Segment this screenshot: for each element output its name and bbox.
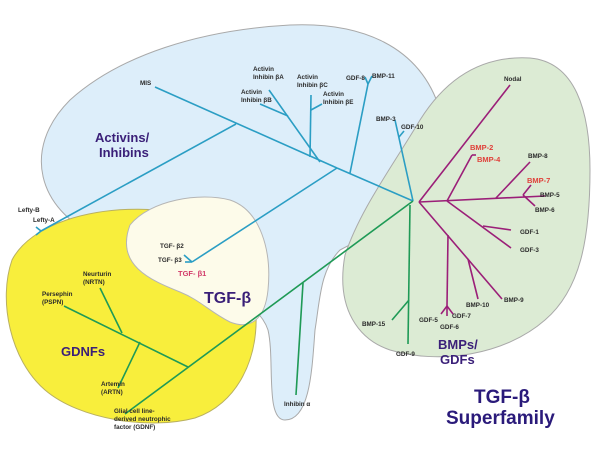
label-tgf-b3: TGF- β3 <box>158 257 182 264</box>
label-bmp-6: BMP-6 <box>535 207 555 214</box>
label-tgf-b1: TGF- β1 <box>178 269 206 278</box>
group-tgfb: TGF-β <box>204 290 251 307</box>
label-lefty-b: Lefty-B <box>18 207 40 214</box>
label-nodal: Nodal <box>504 76 522 83</box>
group-gdnfs: GDNFs <box>61 344 105 359</box>
label-persephin-line2: (PSPN) <box>42 299 63 306</box>
label-bmp-15: BMP-15 <box>362 321 386 328</box>
label-mis: MIS <box>140 80 151 87</box>
label-artemin-line2: (ARTN) <box>101 389 123 396</box>
label-bmp-7: BMP-7 <box>527 176 550 185</box>
label-neurturin-line2: (NRTN) <box>83 279 105 286</box>
label-artemin-line1: Artemin <box>101 381 125 388</box>
label-gdf-1: GDF-1 <box>520 229 539 236</box>
label-bmp-5: BMP-5 <box>540 192 560 199</box>
label-activin-c-line1: Activin <box>297 74 318 81</box>
label-gdf-5: GDF-5 <box>419 317 438 324</box>
label-bmp-8: BMP-8 <box>528 153 548 160</box>
label-activin-b-line1: Activin <box>241 89 262 96</box>
label-bmp-2: BMP-2 <box>470 143 493 152</box>
group-bmps-line2: GDFs <box>440 352 475 367</box>
title-line1: TGF-β <box>474 387 530 408</box>
label-bmp-11: BMP-11 <box>372 73 395 80</box>
activin-branches <box>35 75 414 263</box>
group-activins-line1: Activins/ <box>95 130 150 145</box>
label-tgf-b2: TGF- β2 <box>160 243 184 250</box>
label-gdnf-line2: derived neutrophic <box>114 416 171 423</box>
label-activin-b-line2: Inhibin βB <box>241 97 272 104</box>
bmps-gdfs-region <box>342 57 591 358</box>
green-branches <box>63 200 414 415</box>
label-gdf-6: GDF-6 <box>440 324 459 331</box>
bmp-branches <box>418 84 546 316</box>
label-gdnf-line1: Glial cell line- <box>114 408 155 415</box>
label-bmp-3: BMP-3 <box>376 116 396 123</box>
group-bmps-line1: BMPs/ <box>438 337 478 352</box>
label-activin-c-line2: Inhibin βC <box>297 82 328 89</box>
label-gdf-9: GDF-9 <box>396 351 415 358</box>
label-gdnf-line3: factor (GDNF) <box>114 424 155 431</box>
label-activin-a-line2: Inhibin βA <box>253 74 284 81</box>
label-activin-e-line2: Inhibin βE <box>323 99 353 106</box>
label-bmp-9: BMP-9 <box>504 297 524 304</box>
label-activin-e-line1: Activin <box>323 91 344 98</box>
label-neurturin-line1: Neurturin <box>83 271 111 278</box>
label-inhibin-alpha: Inhibin α <box>284 401 310 408</box>
label-gdf-8: GDF-8 <box>346 75 365 82</box>
label-bmp-4: BMP-4 <box>477 155 501 164</box>
title-line2: Superfamily <box>446 408 555 429</box>
label-lefty-a: Lefty-A <box>33 217 55 224</box>
label-gdf-10: GDF-10 <box>401 124 424 131</box>
label-gdf-3: GDF-3 <box>520 247 539 254</box>
label-persephin-line1: Persephin <box>42 291 73 298</box>
label-gdf-7: GDF-7 <box>452 313 471 320</box>
group-activins-line2: Inhibins <box>99 145 149 160</box>
label-activin-a-line1: Activin <box>253 66 274 73</box>
label-bmp-10: BMP-10 <box>466 302 490 309</box>
